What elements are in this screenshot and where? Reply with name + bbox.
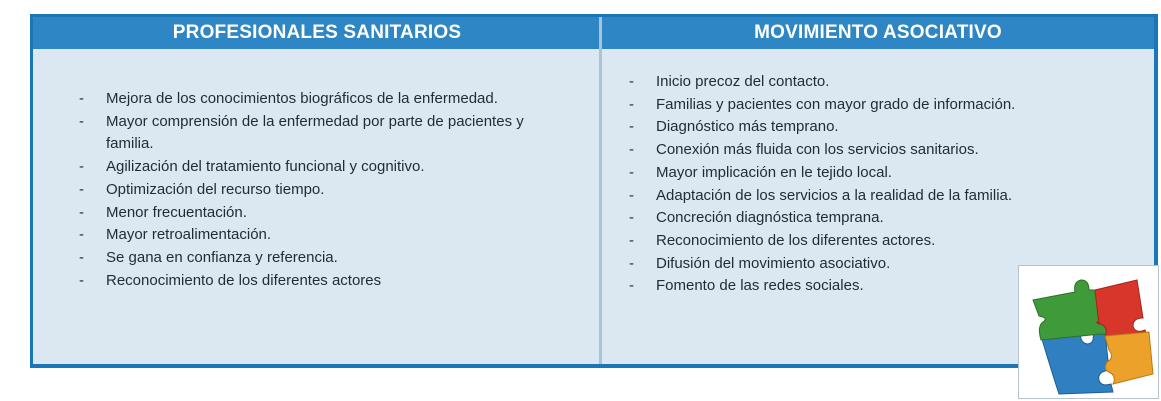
list-item: Inicio precoz del contacto. (629, 71, 1129, 94)
list-item: Mayor retroalimentación. (79, 224, 559, 247)
list-item: Agilización del tratamiento funcional y … (79, 156, 559, 179)
benefit-list-left: Mejora de los conocimientos biográficos … (79, 88, 559, 292)
puzzle-pieces-image (1018, 265, 1159, 399)
list-item: Reconocimiento de los diferentes actores (79, 270, 559, 293)
list-item: Diagnóstico más temprano. (629, 116, 1129, 139)
list-item: Reconocimiento de los diferentes actores… (629, 230, 1129, 253)
list-item: Menor frecuentación. (79, 202, 559, 225)
column-divider (599, 17, 602, 364)
comparison-table: PROFESIONALES SANITARIOS Mejora de los c… (30, 14, 1158, 368)
list-item: Mejora de los conocimientos biográficos … (79, 88, 559, 111)
column-movimiento-asociativo: MOVIMIENTO ASOCIATIVO Inicio precoz del … (602, 17, 1154, 364)
list-item: Difusión del movimiento asociativo. (629, 253, 1129, 276)
column-body-left: Mejora de los conocimientos biográficos … (33, 49, 601, 369)
list-item: Familias y pacientes con mayor grado de … (629, 94, 1129, 117)
column-header-right: MOVIMIENTO ASOCIATIVO (602, 17, 1154, 49)
list-item: Adaptación de los servicios a la realida… (629, 185, 1129, 208)
list-item: Optimización del recurso tiempo. (79, 179, 559, 202)
list-item: Mayor implicación en le tejido local. (629, 162, 1129, 185)
column-profesionales-sanitarios: PROFESIONALES SANITARIOS Mejora de los c… (33, 17, 601, 364)
list-item: Concreción diagnóstica temprana. (629, 207, 1129, 230)
puzzle-piece-blue (1040, 331, 1114, 395)
column-body-right: Inicio precoz del contacto. Familias y p… (602, 49, 1154, 369)
list-item: Se gana en confianza y referencia. (79, 247, 559, 270)
puzzle-pieces-icon (1032, 279, 1154, 395)
list-item: Fomento de las redes sociales. (629, 275, 1129, 298)
list-item: Mayor comprensión de la enfermedad por p… (79, 111, 559, 156)
puzzle-piece-orange (1104, 331, 1154, 385)
list-item: Conexión más fluida con los servicios sa… (629, 139, 1129, 162)
column-header-left: PROFESIONALES SANITARIOS (33, 17, 601, 49)
benefit-list-right: Inicio precoz del contacto. Familias y p… (629, 71, 1129, 298)
